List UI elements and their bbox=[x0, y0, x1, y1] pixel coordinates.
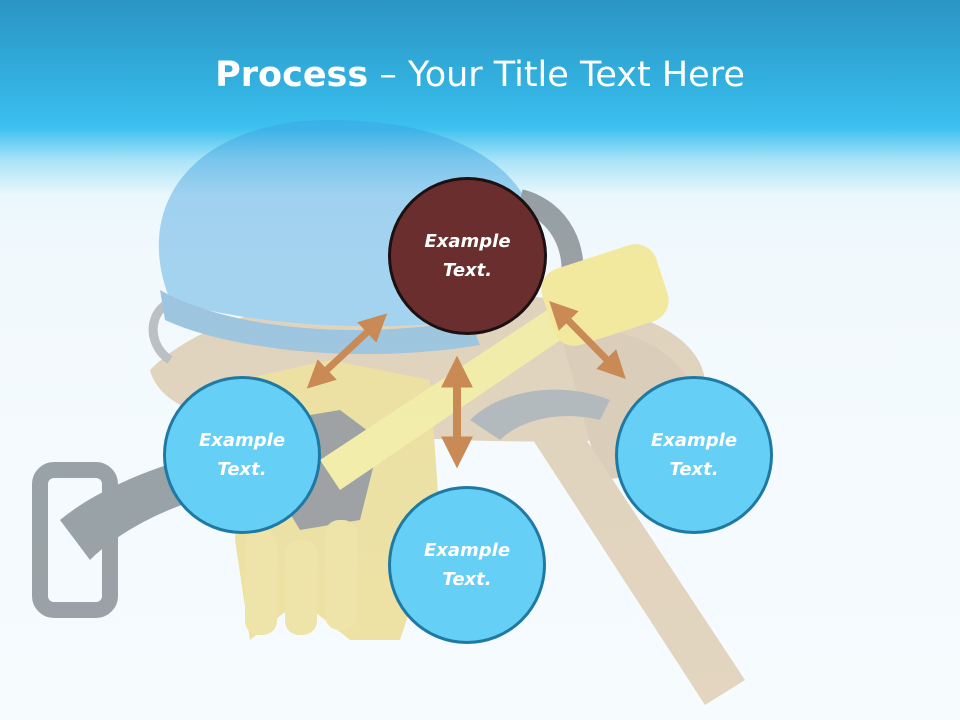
glove-finger bbox=[325, 520, 357, 630]
page-title: Process – Your Title Text Here bbox=[0, 52, 960, 98]
glove-finger bbox=[285, 540, 317, 635]
belt-hook bbox=[148, 294, 201, 364]
hard-hat-brim bbox=[160, 290, 480, 355]
arrow-center-right bbox=[549, 301, 626, 379]
right-node: Example Text. bbox=[615, 376, 773, 534]
bottom-node: Example Text. bbox=[388, 486, 546, 644]
arrow-center-left bbox=[306, 313, 388, 389]
hammer-handle bbox=[520, 400, 745, 705]
center-node: Example Text. bbox=[388, 177, 547, 335]
hat-headband bbox=[516, 189, 584, 293]
left-node: Example Text. bbox=[163, 376, 321, 534]
belt-buckle bbox=[32, 462, 118, 618]
hammer-head bbox=[470, 389, 610, 440]
title-rest-part: – Your Title Text Here bbox=[368, 55, 745, 95]
title-bold-part: Process bbox=[215, 55, 369, 95]
glove-finger bbox=[245, 530, 277, 635]
